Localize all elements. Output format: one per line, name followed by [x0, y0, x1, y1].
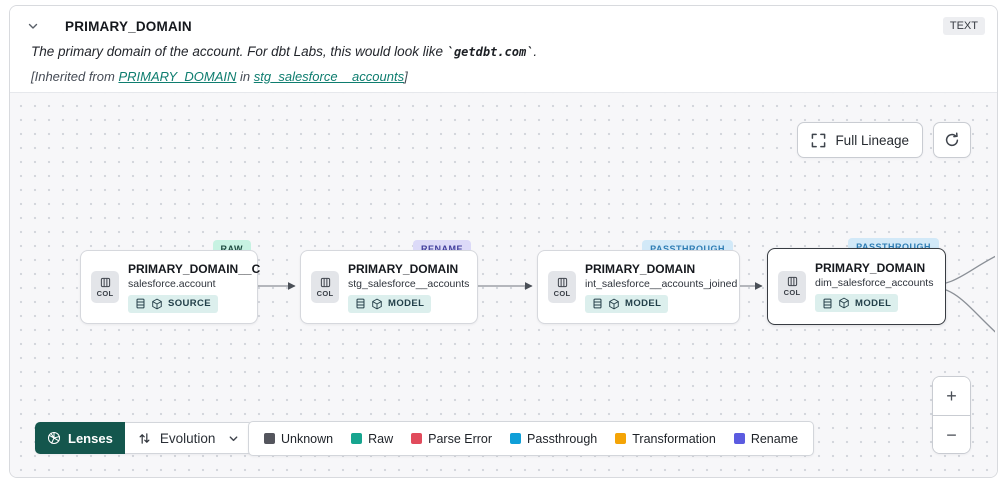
model-icon: [838, 297, 850, 309]
zoom-out-button[interactable]: −: [933, 415, 970, 453]
legend-swatch: [351, 433, 363, 444]
model-icon: [608, 298, 620, 310]
evolution-badge: PASSTHROUGH: [848, 238, 939, 262]
resource-type-badge: SOURCE: [128, 294, 219, 313]
model-icon: [371, 298, 383, 310]
evolution-badge: RENAME: [412, 240, 471, 264]
legend-item-rename: Rename: [733, 432, 798, 446]
lineage-node-staging[interactable]: RENAME COL PRIMARY_DOMAIN stg_salesforce…: [300, 240, 478, 324]
refresh-button[interactable]: [933, 122, 971, 158]
source-icon: [822, 298, 833, 309]
lineage-node-source[interactable]: RAW COL PRIMARY_DOMAIN__C salesforce.acc…: [80, 240, 261, 324]
page-title: PRIMARY_DOMAIN: [65, 18, 192, 34]
legend-item-transformation: Transformation: [615, 432, 716, 446]
column-description: The primary domain of the account. For d…: [31, 44, 538, 59]
column-icon: [787, 276, 798, 287]
node-column-name: PRIMARY_DOMAIN: [585, 261, 696, 276]
expand-icon: [811, 133, 826, 148]
collapse-chevron-icon[interactable]: [25, 18, 41, 34]
column-chip: COL: [778, 270, 806, 303]
node-model-name: salesforce.account: [128, 277, 216, 290]
node-model-name: dim_salesforce_accounts: [815, 277, 934, 289]
column-chip: COL: [91, 271, 119, 303]
resource-type-badge: MODEL: [815, 294, 899, 312]
legend-swatch: [264, 433, 275, 444]
evolution-badge: PASSTHROUGH: [642, 240, 733, 264]
inherited-note: [Inherited from PRIMARY_DOMAIN in stg_sa…: [31, 69, 408, 84]
column-icon: [557, 277, 568, 288]
column-icon: [320, 277, 331, 288]
node-model-name: stg_salesforce__accounts: [348, 277, 470, 290]
legend-item-passthrough: Passthrough: [510, 432, 597, 446]
model-icon: [151, 298, 163, 310]
column-header: PRIMARY_DOMAIN TEXT The primary domain o…: [10, 6, 997, 93]
node-column-name: PRIMARY_DOMAIN: [348, 261, 459, 276]
inherited-model-link[interactable]: stg_salesforce__accounts: [253, 69, 405, 84]
full-lineage-button[interactable]: Full Lineage: [797, 122, 923, 158]
column-chip: COL: [311, 271, 339, 303]
inline-code: `getdbt.com`: [446, 45, 534, 59]
zoom-controls: + −: [932, 376, 971, 454]
refresh-icon: [944, 132, 960, 148]
legend-item-unknown: Unknown: [264, 432, 333, 446]
node-column-name: PRIMARY_DOMAIN__C: [128, 261, 261, 276]
legend-item-parse-error: Parse Error: [411, 432, 492, 446]
lineage-canvas[interactable]: Full Lineage RAW COL PRIMARY_DOMAIN__C s…: [10, 93, 997, 477]
lenses-button[interactable]: Lenses: [35, 422, 125, 454]
source-icon: [355, 298, 366, 309]
column-icon: [100, 277, 111, 288]
column-lineage-panel: PRIMARY_DOMAIN TEXT The primary domain o…: [9, 5, 998, 478]
aperture-icon: [47, 431, 61, 445]
column-header-row: PRIMARY_DOMAIN TEXT: [25, 15, 985, 37]
lineage-node-intermediate[interactable]: PASSTHROUGH COL PRIMARY_DOMAIN int_sales…: [537, 240, 740, 324]
canvas-toolbar: Full Lineage: [797, 122, 971, 158]
legend-swatch: [733, 433, 745, 444]
node-column-name: PRIMARY_DOMAIN: [815, 261, 926, 275]
lenses-label: Lenses: [68, 430, 113, 446]
inherited-column-link[interactable]: PRIMARY_DOMAIN: [118, 69, 237, 84]
full-lineage-label: Full Lineage: [835, 132, 909, 148]
resource-type-badge: MODEL: [585, 294, 669, 313]
selected-lens-label: Evolution: [159, 430, 216, 446]
legend-swatch: [510, 433, 522, 444]
source-icon: [135, 298, 146, 309]
zoom-in-button[interactable]: +: [933, 377, 970, 415]
legend-swatch: [615, 433, 627, 444]
resource-type-badge: MODEL: [348, 294, 432, 313]
lineage-legend: Unknown Raw Parse Error Passthrough Tran…: [248, 421, 815, 456]
column-type-badge: TEXT: [942, 17, 985, 35]
lens-controls: Lenses Evolution: [35, 422, 254, 454]
column-chip: COL: [548, 271, 576, 303]
chevron-down-icon: [228, 433, 239, 444]
legend-swatch: [411, 433, 423, 444]
legend-item-raw: Raw: [351, 432, 393, 446]
source-icon: [592, 298, 603, 309]
evolution-badge: RAW: [212, 240, 251, 264]
lens-selector-dropdown[interactable]: Evolution: [124, 422, 254, 454]
lineage-node-dim[interactable]: PASSTHROUGH COL PRIMARY_DOMAIN dim_sales…: [767, 238, 946, 325]
evolution-icon: [138, 432, 151, 445]
node-model-name: int_salesforce__accounts_joined: [585, 277, 738, 290]
